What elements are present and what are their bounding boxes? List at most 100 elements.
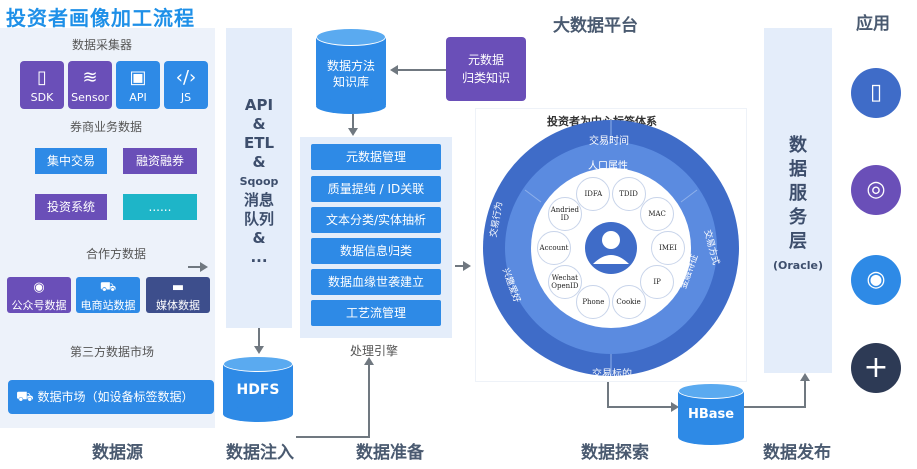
process-step: 数据血缘世袭建立 xyxy=(311,269,441,295)
ingest-line: & xyxy=(252,115,266,133)
arrow xyxy=(368,364,370,436)
arrow xyxy=(398,69,446,71)
sensor-tile: ≋ Sensor xyxy=(68,61,112,109)
hdfs-label: HDFS xyxy=(236,382,280,398)
meta-line: 元数据 xyxy=(467,53,504,67)
ingest-line: 队列 xyxy=(243,210,274,228)
api-tile: ▣ API xyxy=(116,61,160,109)
partner-tile: ▬ 媒体数据 xyxy=(146,277,210,313)
ring-label: 交易标的 xyxy=(592,369,632,380)
engine-label: 处理引擎 xyxy=(350,344,399,358)
platform-title: 大数据平台 xyxy=(553,16,638,36)
phone-icon: ▯ xyxy=(37,67,47,88)
hbase-label: HBase xyxy=(687,407,735,422)
meta-knowledge: 元数据 归类知识 xyxy=(446,37,526,101)
wechat-icon: ◉ xyxy=(33,280,45,295)
oracle-label: (Oracle) xyxy=(772,259,823,272)
ring-label: 交易时间 xyxy=(589,136,629,147)
hbase-database: HBase xyxy=(678,383,744,445)
js-label: JS xyxy=(180,91,192,104)
phone-chart-icon[interactable]: ▯ xyxy=(851,68,901,118)
publish-text: 数 据 服 务 层 (Oracle) xyxy=(764,134,832,278)
publish-line: 层 xyxy=(789,231,807,252)
arrow xyxy=(607,406,673,408)
arrow xyxy=(607,382,609,408)
ingest-line: ... xyxy=(250,248,268,266)
ingest-text: API & ETL & Sqoop 消息 队列 & ... xyxy=(226,96,292,267)
partner-tile: ⛟ 电商站数据 xyxy=(76,277,140,313)
arrow xyxy=(455,265,465,267)
partner-label: 公众号数据 xyxy=(11,299,67,312)
process-step: 质量提纯 / ID关联 xyxy=(311,176,441,202)
partner-label: 媒体数据 xyxy=(156,299,200,312)
id-bubble: TDID xyxy=(611,176,646,211)
id-bubble: Account xyxy=(537,231,571,265)
code-icon: ‹/› xyxy=(175,67,197,88)
process-step: 数据信息归类 xyxy=(311,238,441,264)
app-title: 应用 xyxy=(856,14,890,34)
ingest-line: Sqoop xyxy=(239,175,279,188)
arrow-head xyxy=(390,65,398,75)
arrow-head xyxy=(463,261,471,271)
page-title: 投资者画像加工流程 xyxy=(6,6,195,30)
js-tile: ‹/› JS xyxy=(164,61,208,109)
chat-icon: ▬ xyxy=(171,280,185,295)
arrow-head xyxy=(254,346,264,354)
hdfs-database: HDFS xyxy=(223,356,293,422)
process-step: 元数据管理 xyxy=(311,144,441,170)
ingest-line: ETL xyxy=(243,134,275,152)
id-bubble: MAC xyxy=(640,197,675,232)
market-label: 数据市场（如设备标签数据） xyxy=(37,390,194,404)
meta-line: 归类知识 xyxy=(461,71,510,85)
sdk-label: SDK xyxy=(30,91,54,104)
arrow-head xyxy=(800,373,810,381)
footer-label: 数据注入 xyxy=(226,443,294,463)
arrow-head xyxy=(671,402,679,412)
publish-lane xyxy=(764,28,832,373)
ingest-line: 消息 xyxy=(243,191,274,209)
ingest-line: & xyxy=(252,229,266,247)
publish-line: 服 xyxy=(789,183,807,204)
ring-label: 人口属性 xyxy=(588,161,628,172)
broker-item: ...... xyxy=(123,194,197,220)
plus-icon[interactable]: + xyxy=(851,343,901,393)
arrow xyxy=(744,406,806,408)
footer-label: 数据准备 xyxy=(356,443,424,463)
kb-line: 数据方法 xyxy=(326,59,375,73)
arrow-head xyxy=(200,262,208,272)
id-bubble: Wechat OpenID xyxy=(547,264,582,299)
arrow xyxy=(258,328,260,348)
process-step: 文本分类/实体抽析 xyxy=(311,207,441,233)
compass-user-icon[interactable]: ◎ xyxy=(851,165,901,215)
collector-title: 数据采集器 xyxy=(72,38,133,52)
arrow-head xyxy=(348,128,358,136)
radar-icon[interactable]: ◉ xyxy=(851,255,901,305)
cart-icon: ⛟ xyxy=(16,389,34,405)
id-bubble: IMEI xyxy=(651,231,685,265)
broker-item: 融资融券 xyxy=(123,148,197,174)
id-bubble: Phone xyxy=(576,285,611,320)
id-bubble: Andried ID xyxy=(547,197,582,232)
market-item: ⛟ 数据市场（如设备标签数据） xyxy=(8,380,214,414)
id-bubble: IP xyxy=(640,264,675,299)
arrow xyxy=(804,380,806,408)
partner-label: 电商站数据 xyxy=(80,299,136,312)
ingest-line: & xyxy=(252,153,266,171)
partner-title: 合作方数据 xyxy=(86,247,147,261)
arrow xyxy=(352,114,354,130)
cart-icon: ⛟ xyxy=(99,280,117,295)
id-bubble: Cookie xyxy=(611,285,646,320)
kb-label: 数据方法 知识库 xyxy=(316,58,386,90)
arrow-head xyxy=(364,357,374,365)
ingest-line: API xyxy=(244,96,274,114)
publish-line: 数 xyxy=(789,135,807,156)
broker-item: 集中交易 xyxy=(35,148,107,174)
window-icon: ▣ xyxy=(129,67,147,88)
broker-item: 投资系统 xyxy=(35,194,107,220)
footer-label: 数据源 xyxy=(92,443,143,463)
market-title: 第三方数据市场 xyxy=(70,345,155,359)
process-step: 工艺流管理 xyxy=(311,300,441,326)
arrow xyxy=(296,436,370,438)
api-label: API xyxy=(129,91,147,104)
publish-line: 务 xyxy=(789,207,807,228)
